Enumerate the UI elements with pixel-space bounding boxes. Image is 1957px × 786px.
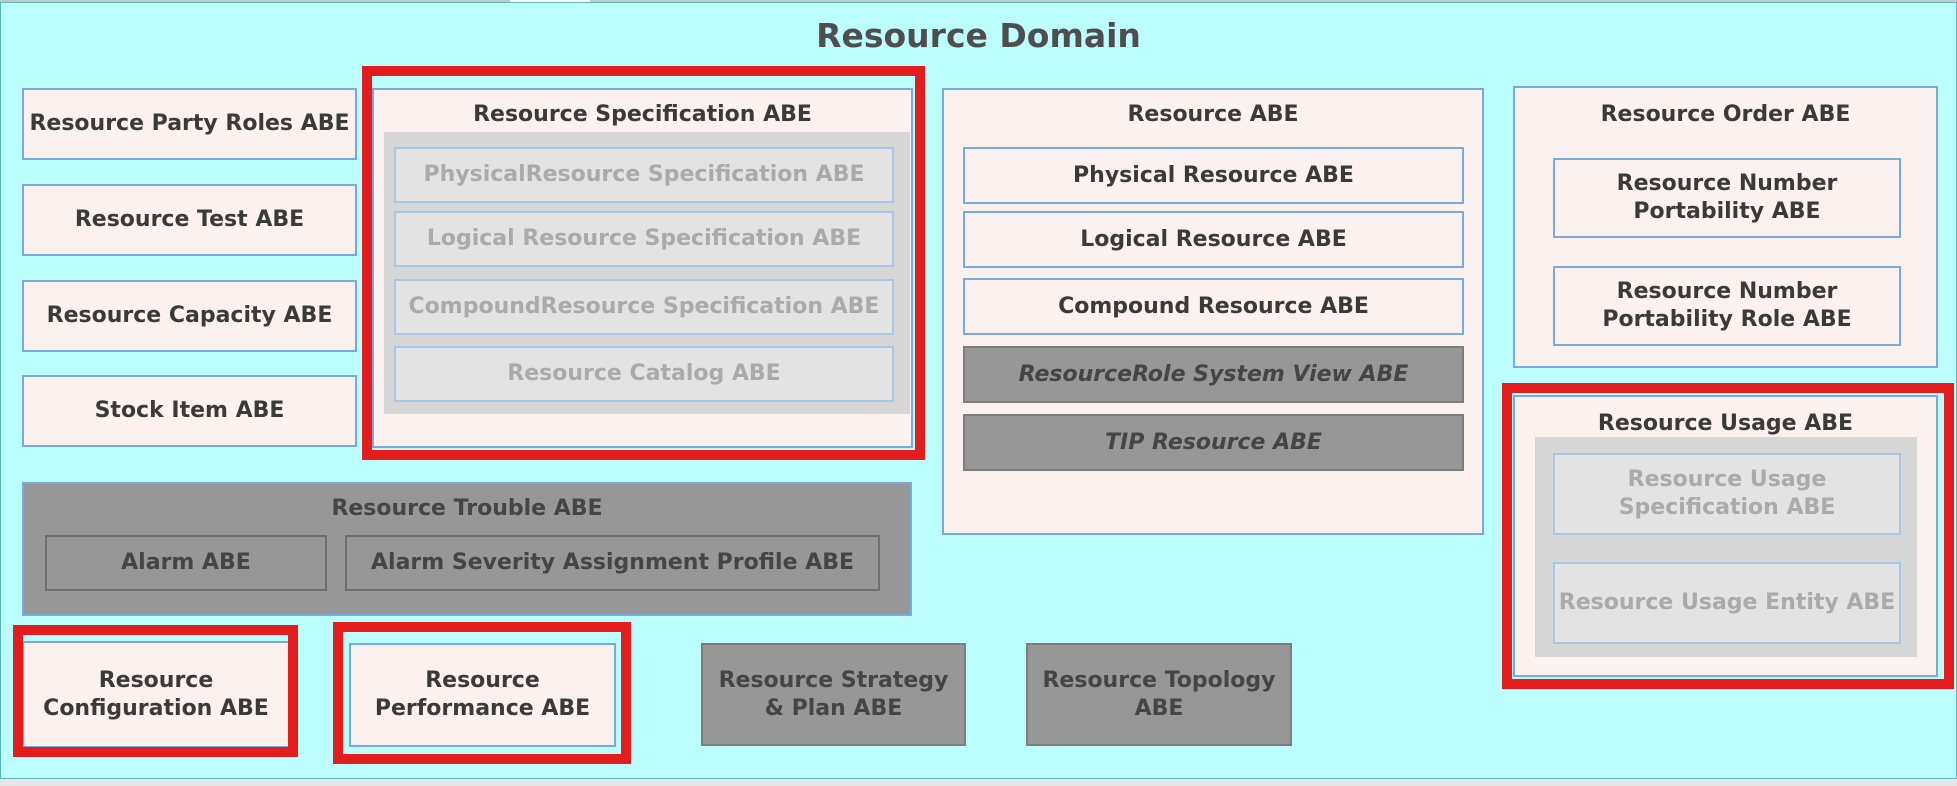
- resource-order-title: Resource Order ABE: [1600, 102, 1851, 127]
- compound-resource-box: Compound Resource ABE: [963, 278, 1464, 335]
- bottom-edge: [0, 779, 1957, 786]
- highlight-resource-performance: [333, 622, 631, 764]
- resource-title: Resource ABE: [1127, 102, 1299, 127]
- resource-trouble-title: Resource Trouble ABE: [331, 496, 603, 521]
- resource-strategy-plan-box: Resource Strategy & Plan ABE: [701, 643, 966, 746]
- resource-party-roles-box: Resource Party Roles ABE: [22, 88, 357, 160]
- resource-specification-title: Resource Specification ABE: [473, 102, 812, 127]
- resource-capacity-box: Resource Capacity ABE: [22, 280, 357, 352]
- logical-resource-box: Logical Resource ABE: [963, 211, 1464, 268]
- resource-topology-box: Resource Topology ABE: [1026, 643, 1292, 746]
- resource-catalog-box: Resource Catalog ABE: [394, 346, 894, 402]
- physical-resource-box: Physical Resource ABE: [963, 147, 1464, 204]
- resource-performance-box: Resource Performance ABE: [349, 643, 616, 747]
- resource-usage-title: Resource Usage ABE: [1597, 411, 1854, 436]
- stock-item-box: Stock Item ABE: [22, 375, 357, 447]
- resource-configuration-box: Resource Configuration ABE: [22, 641, 290, 748]
- compound-resource-specification-box: CompoundResource Specification ABE: [394, 279, 894, 335]
- resource-usage-entity-box: Resource Usage Entity ABE: [1553, 562, 1901, 644]
- highlight-resource-usage: [1502, 383, 1954, 689]
- alarm-severity-assignment-profile-box: Alarm Severity Assignment Profile ABE: [345, 535, 880, 591]
- physical-resource-specification-box: PhysicalResource Specification ABE: [394, 147, 894, 203]
- resource-usage-specification-box: Resource Usage Specification ABE: [1553, 453, 1901, 535]
- top-edge: [0, 0, 1957, 3]
- resource-test-box: Resource Test ABE: [22, 184, 357, 256]
- logical-resource-specification-box: Logical Resource Specification ABE: [394, 211, 894, 267]
- resource-number-portability-box: Resource Number Portability ABE: [1553, 158, 1901, 238]
- tip-resource-box: TIP Resource ABE: [963, 414, 1464, 471]
- top-edge-gap: [510, 0, 590, 3]
- highlight-resource-specification: [362, 66, 925, 460]
- resource-role-system-view-box: ResourceRole System View ABE: [963, 346, 1464, 403]
- diagram-title: Resource Domain: [816, 16, 1141, 55]
- highlight-resource-configuration: [13, 625, 298, 757]
- alarm-box: Alarm ABE: [45, 535, 327, 591]
- resource-number-portability-role-box: Resource Number Portability Role ABE: [1553, 266, 1901, 346]
